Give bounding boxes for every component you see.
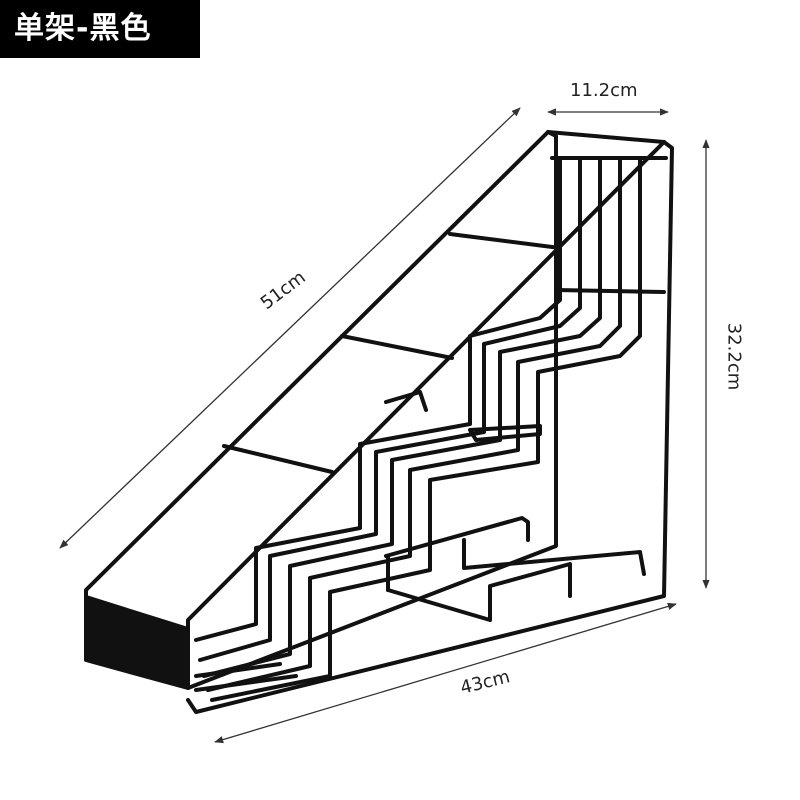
step-divider — [206, 158, 622, 692]
step-divider — [210, 158, 642, 702]
step-divider — [202, 158, 602, 678]
cross-bar — [340, 334, 454, 360]
width-label: 11.2cm — [570, 80, 638, 101]
front-frame — [186, 140, 674, 714]
cross-bar — [448, 232, 562, 250]
dimension-lines — [59, 107, 710, 744]
depth-dimension-line — [214, 602, 677, 744]
product-variant-title: 单架-黑色 — [14, 11, 152, 46]
step-divider — [198, 158, 582, 662]
step-divider — [194, 158, 562, 642]
title-banner: 单架-黑色 — [0, 0, 200, 58]
bottom-tray — [384, 516, 530, 558]
cross-bar — [222, 444, 334, 474]
height-label: 32.2cm — [723, 322, 745, 391]
length-dimension-line — [59, 107, 521, 549]
base-pad — [85, 594, 189, 688]
wire-rack — [84, 130, 674, 714]
